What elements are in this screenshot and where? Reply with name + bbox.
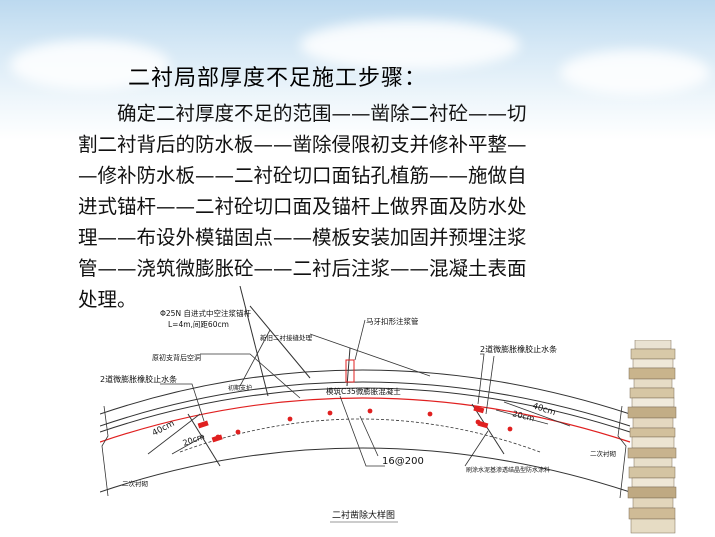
initial-support-arc: [100, 381, 631, 427]
rubber-strip-right-label: 2道微膨胀橡胶止水条: [480, 344, 557, 354]
paragraph-line: 进式锚杆——二衬砼切口面及锚杆上做界面及防水处: [78, 195, 527, 218]
cloud-decoration: [300, 20, 520, 70]
book-stack-image: [627, 340, 677, 534]
diagram-caption: 二衬凿除大样图: [332, 509, 395, 521]
rubber-strip-left: [197, 420, 209, 429]
rubber-strip-left-label: 2道微膨胀橡胶止水条: [100, 374, 177, 384]
paragraph-line: 确定二衬厚度不足的范围——凿除二衬砼——切: [78, 102, 527, 125]
paragraph-line: 理——布设外模锚固点——模板安装加固并预埋注浆: [78, 226, 527, 249]
cloud-decoration: [10, 40, 170, 90]
dim-line-40-left: [147, 413, 201, 455]
lining-removal-diagram: Φ25N 自进式中空注浆锚杆 L=4m,间距60cm 原初支背后空洞 新旧二衬接…: [100, 286, 631, 523]
cut-face-left: [187, 413, 221, 467]
grout-pipe: [345, 359, 355, 383]
anchor-bolt: [249, 305, 311, 379]
paragraph-line: 管——浇筑微膨胀砼——二衬后注浆——混凝土表面: [78, 257, 527, 280]
sky-background: [0, 0, 715, 140]
procedure-paragraph: 确定二衬厚度不足的范围——凿除二衬砼——切 割二衬背后的防水板——凿除侵限初支并…: [78, 98, 638, 315]
rebar-label: 16@200: [382, 456, 424, 467]
anchor-bolt: [239, 286, 269, 397]
leader-lines: [160, 319, 495, 467]
rubber-strip-right: [473, 405, 485, 414]
rubber-strip-right: [477, 420, 489, 429]
rebar-arc: [179, 418, 541, 453]
paragraph-line: 割二衬背后的防水板——凿除侵限初支并修补平整—: [78, 133, 527, 156]
interface-label: 新旧二衬接缝处理: [260, 333, 313, 342]
lining-left-label: 二次衬砌: [122, 479, 149, 488]
anchor-spec-label: L=4m,间距60cm: [168, 320, 229, 329]
grout-pipe-label: 马牙扣形注浆管: [366, 316, 419, 326]
rubber-strip-left: [211, 434, 223, 443]
dim-line-20-left: [171, 435, 205, 455]
break-mark-right: [617, 405, 627, 499]
break-mark-left: [101, 405, 109, 497]
anchor-bolt: [346, 347, 351, 387]
lining-outer-arc: [100, 397, 631, 443]
paragraph-line: —修补防水板——二衬砼切口面钻孔植筋——施做自: [78, 164, 527, 187]
dim-40-left-label: 40cm: [151, 419, 177, 439]
void-label: 原初支背后空洞: [152, 353, 201, 362]
waterproof-note-label: 刷涂水泥基渗透结晶型防水涂料: [466, 466, 550, 474]
dim-20-right-label: 20cm: [512, 409, 536, 423]
lining-right-label: 二次衬砌: [590, 449, 617, 458]
dim-20-left-label: 20cm: [182, 432, 206, 448]
outer-support-arc: [100, 369, 631, 415]
cut-face-right: [471, 403, 505, 455]
dim-line-20-right: [495, 409, 549, 425]
lining-inner-arc: [100, 447, 631, 493]
concrete-label: 模筑C35微膨胀混凝土: [326, 386, 401, 396]
cloud-decoration: [560, 50, 710, 95]
paragraph-line: 处理。: [78, 288, 137, 311]
waterproof-arc: [100, 387, 631, 433]
initial-support-label: 初期支护: [228, 384, 252, 392]
anchor-spec-label: Φ25N 自进式中空注浆锚杆: [160, 308, 251, 318]
slide-title: 二衬局部厚度不足施工步骤：: [128, 66, 428, 91]
dim-line-40-right: [503, 401, 571, 427]
